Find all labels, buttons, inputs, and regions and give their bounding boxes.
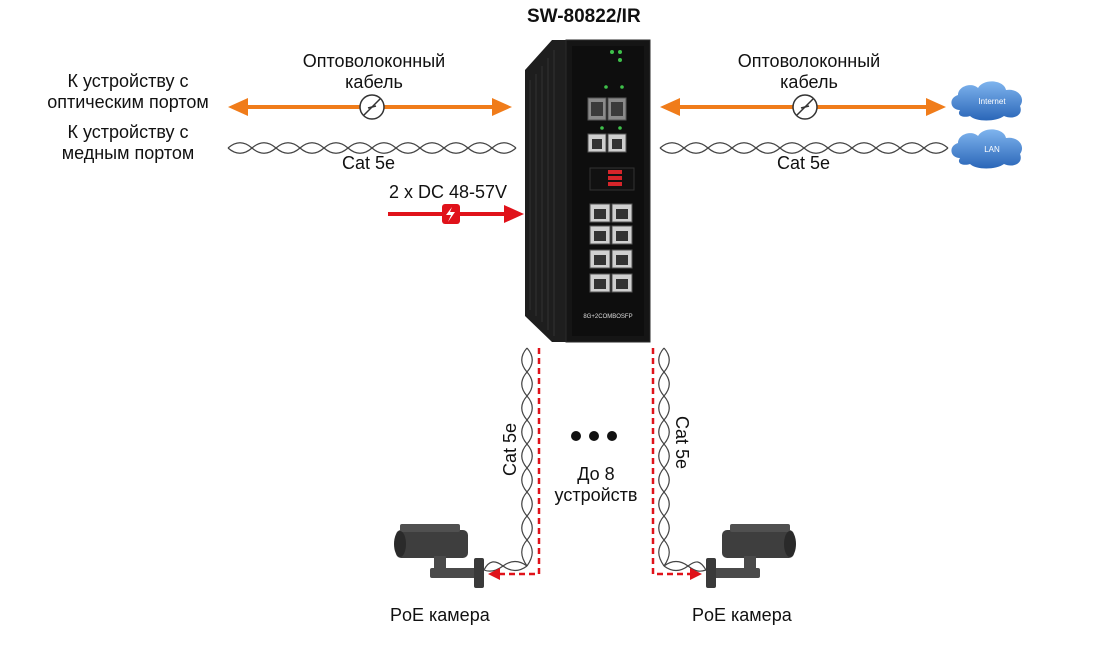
optical-device-label: К устройству с оптическим портом (47, 71, 209, 112)
lan-label: LAN (984, 145, 1000, 154)
ellipsis-dots (571, 431, 617, 441)
device-count-label: До 8 устройств (554, 464, 638, 505)
left-camera-icon (394, 524, 484, 588)
left-fiber-link (228, 94, 512, 120)
left-fiber-label: Оптоволоконный кабель (302, 51, 446, 92)
lan-cloud: LAN (951, 129, 1023, 169)
power-label: 2 x DC 48-57V (389, 182, 508, 202)
left-poe-dashed (488, 348, 541, 580)
switch-device: 8G+2COMBOSFP (525, 39, 651, 343)
device-model-label: 8G+2COMBOSFP (583, 314, 632, 320)
right-fiber-link (660, 94, 946, 120)
right-fiber-label: Оптоволоконный кабель (737, 51, 881, 92)
left-poe-cable (483, 347, 533, 572)
internet-cloud: Internet (951, 81, 1023, 121)
left-cat-label: Cat 5e (342, 153, 396, 173)
bottom-right-cat-label: Cat 5e (672, 416, 692, 470)
bottom-left-cat-label: Cat 5e (500, 422, 520, 476)
right-cat-label: Cat 5e (777, 153, 831, 173)
right-copper-cable (659, 142, 949, 154)
internet-label: Internet (978, 97, 1006, 106)
power-input-arrow (388, 204, 524, 224)
left-copper-cable (227, 142, 517, 154)
right-poe-dashed (651, 348, 702, 580)
left-camera-label: PoE камера (390, 605, 490, 625)
right-camera-label: PoE камера (692, 605, 792, 625)
copper-device-label: К устройству с медным портом (61, 122, 195, 163)
right-camera-icon (706, 524, 796, 588)
right-poe-cable (658, 347, 707, 572)
diagram-title: SW-80822/IR (527, 6, 641, 27)
